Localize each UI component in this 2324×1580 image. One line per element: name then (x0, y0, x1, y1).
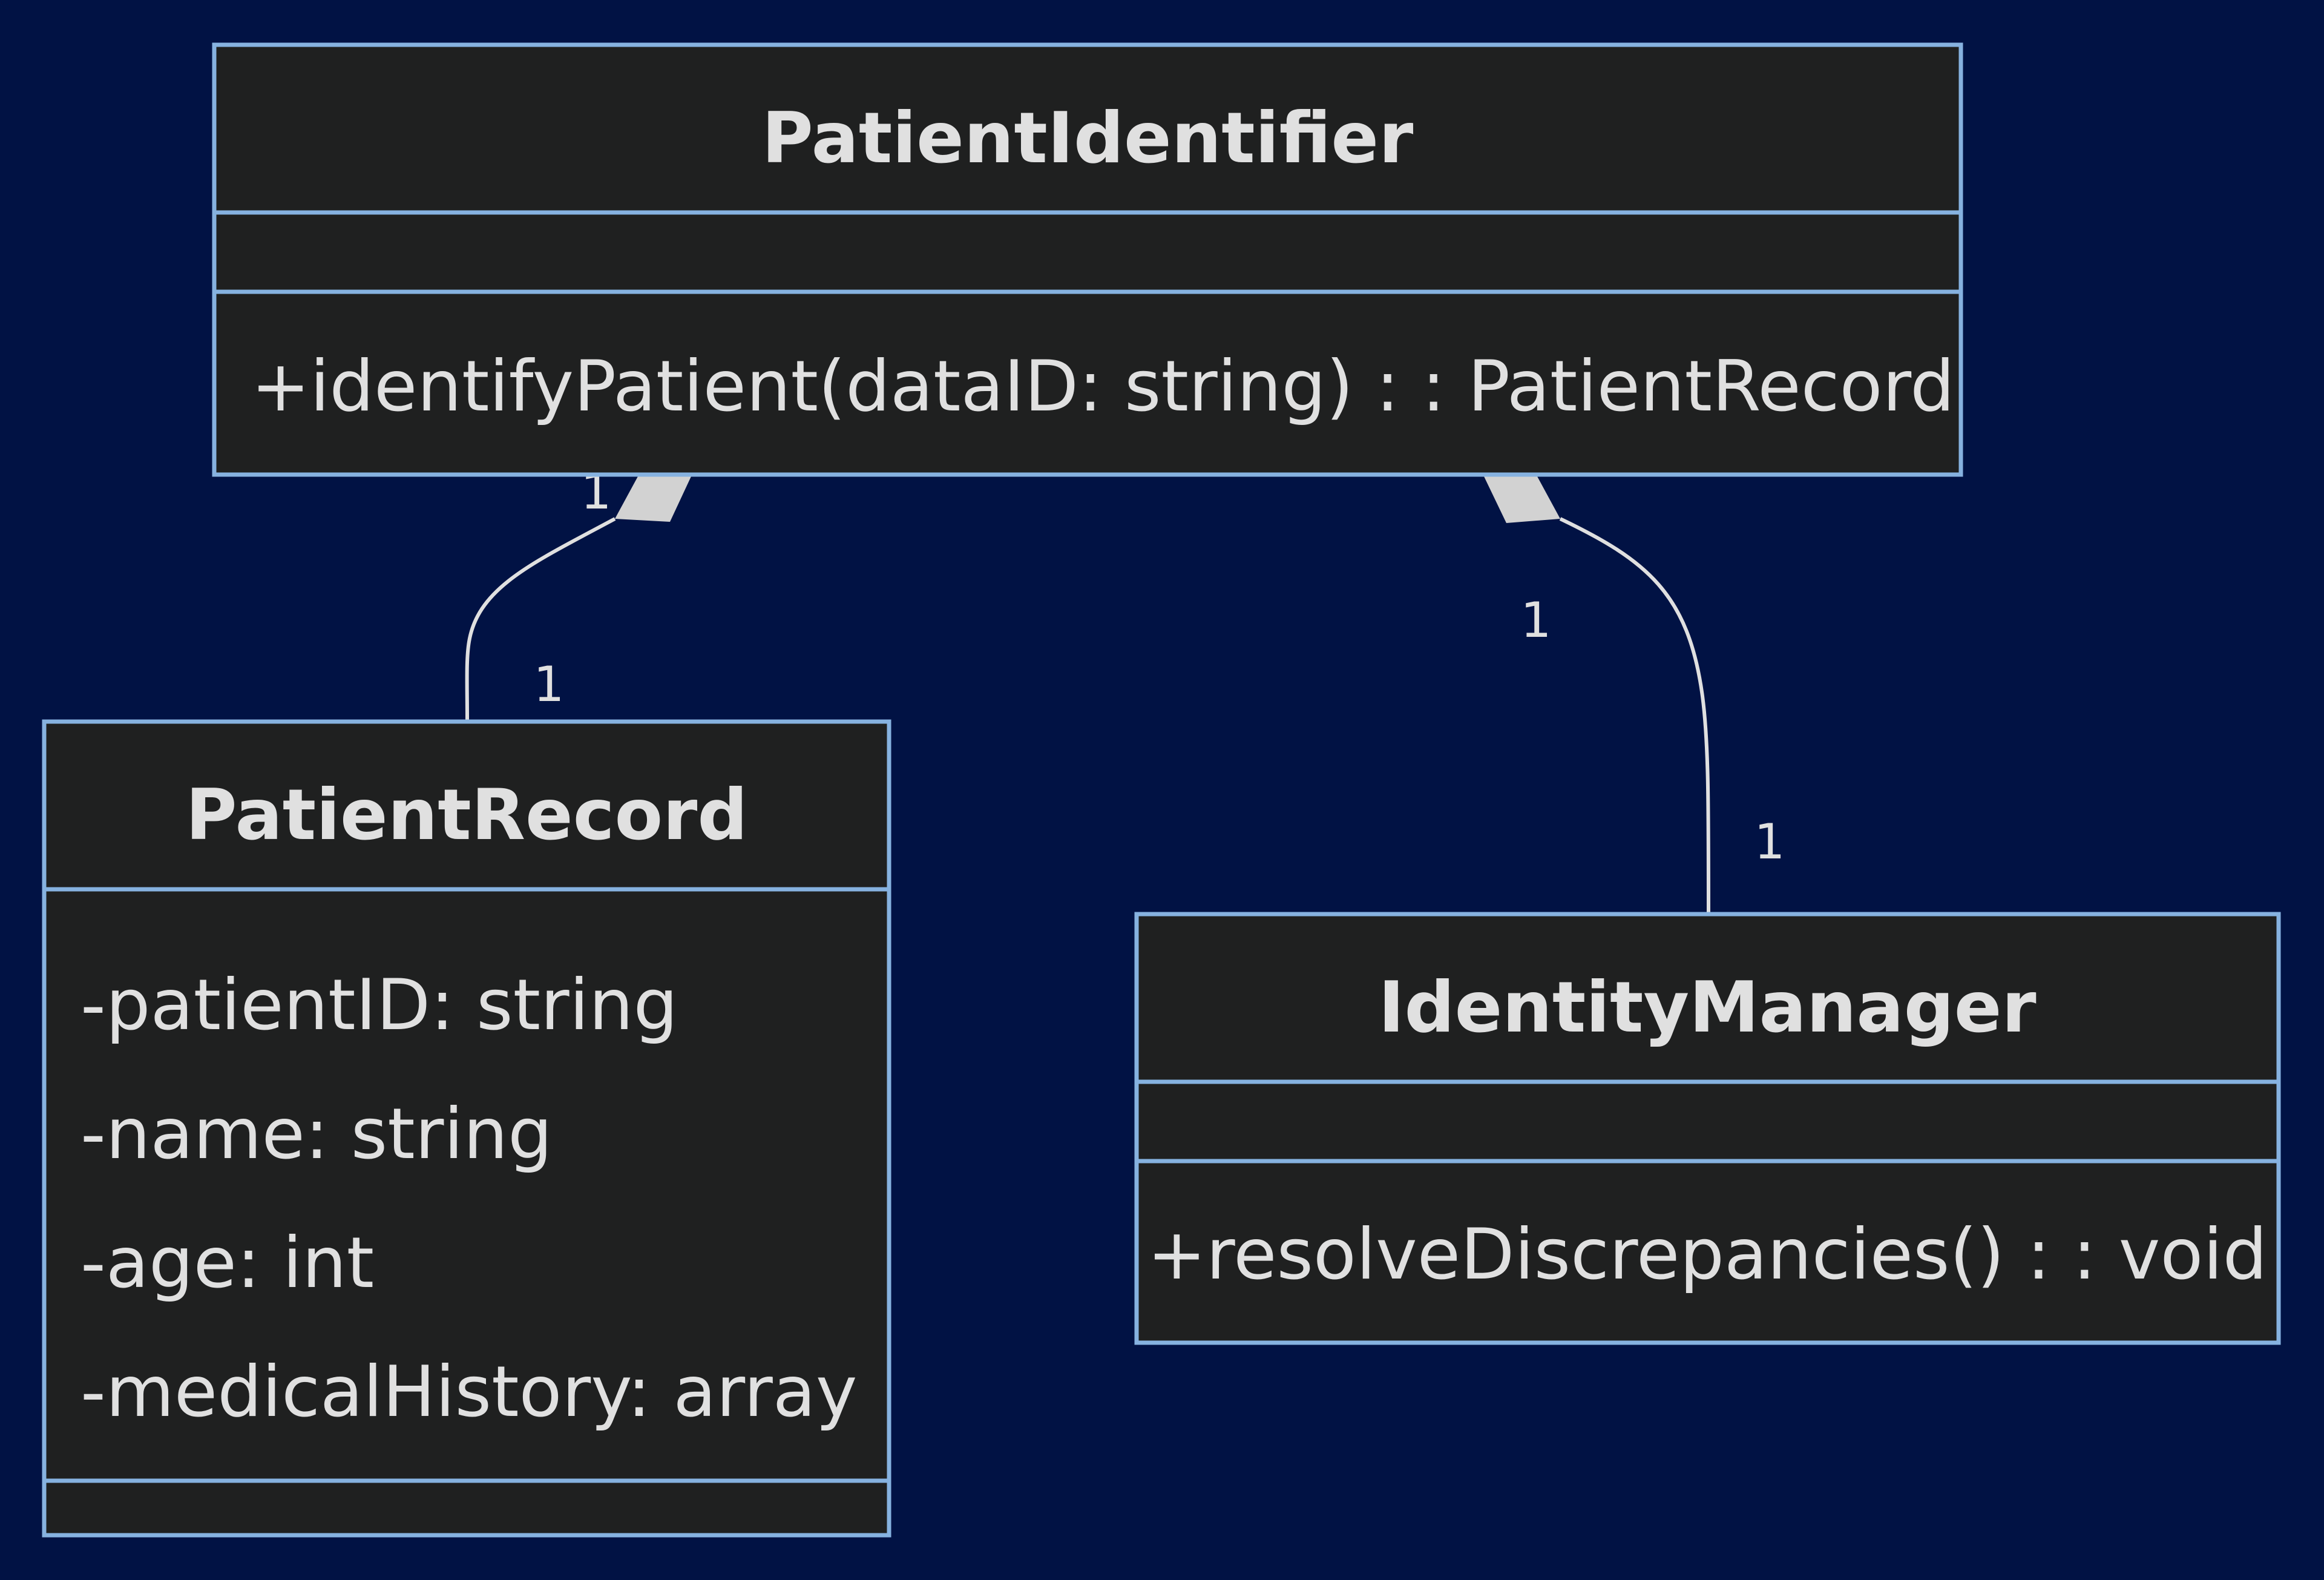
class-method: +resolveDiscrepancies() : : void (1147, 1214, 2267, 1295)
relation-identifier-record (465, 476, 691, 721)
class-attribute: -age: int (80, 1222, 374, 1304)
multiplicity-label: 1 (534, 656, 565, 713)
class-box-border (1134, 912, 2281, 1345)
class-method: +identifyPatient(dataID: string) : : Pat… (251, 346, 1955, 427)
class-attribute: -medicalHistory: array (80, 1351, 858, 1433)
class-box-patient-identifier[interactable]: PatientIdentifier +identifyPatient(dataI… (212, 42, 1963, 477)
class-name: IdentityManager (1378, 967, 2036, 1048)
class-box-identity-manager[interactable]: IdentityManager +resolveDiscrepancies() … (1134, 912, 2281, 1345)
class-name: PatientRecord (186, 774, 748, 856)
multiplicity-label: 1 (1521, 592, 1552, 648)
relation-identifier-manager (1484, 476, 1710, 915)
edge-line (1559, 517, 1710, 915)
class-box-border (212, 42, 1963, 477)
class-box-patient-record[interactable]: PatientRecord -patientID: string -name: … (42, 719, 891, 1538)
class-attribute: -patientID: string (80, 964, 678, 1046)
class-box-border (42, 719, 891, 1538)
edge-line (465, 517, 616, 721)
class-attribute: -name: string (80, 1093, 553, 1175)
composition-diamond-icon (1484, 476, 1560, 523)
composition-diamond-icon (615, 476, 691, 522)
class-name: PatientIdentifier (762, 97, 1414, 179)
multiplicity-label: 1 (1754, 814, 1785, 870)
